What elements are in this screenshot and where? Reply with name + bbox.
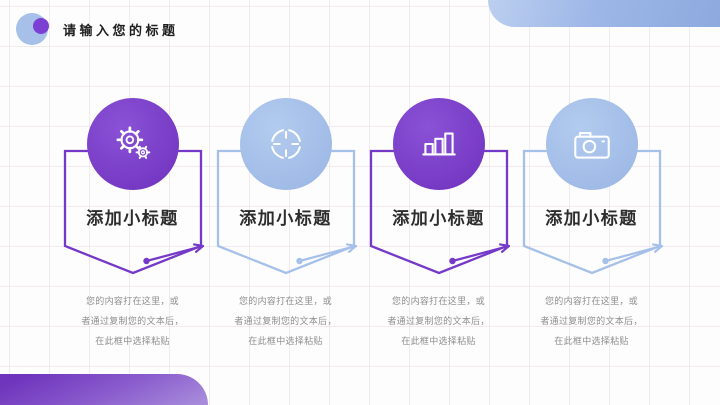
arrow-icon (142, 243, 204, 265)
icon-circle[interactable] (392, 98, 485, 190)
body-line: 者通过复制您的文本后， (234, 316, 337, 326)
icon-circle[interactable] (239, 98, 332, 190)
target-icon (270, 128, 301, 160)
body-line: 者通过复制您的文本后， (81, 316, 184, 326)
step-column-4: 添加小标题 您的内容打在这里，或 者通过复制您的文本后， 在此框中选择粘贴 (515, 98, 668, 378)
subtitle-text[interactable]: 添加小标题 (239, 209, 332, 228)
body-line: 在此框中选择粘贴 (248, 336, 323, 346)
body-line: 在此框中选择粘贴 (401, 336, 476, 346)
icon-circle[interactable] (86, 98, 179, 190)
bottom-left-decor-band (0, 374, 208, 405)
body-text[interactable]: 您的内容打在这里，或 者通过复制您的文本后， 在此框中选择粘贴 (515, 291, 668, 351)
top-right-decor-band (488, 0, 720, 27)
body-text[interactable]: 您的内容打在这里，或 者通过复制您的文本后， 在此框中选择粘贴 (56, 291, 209, 351)
body-line: 在此框中选择粘贴 (554, 336, 629, 346)
subtitle-text[interactable]: 添加小标题 (392, 209, 485, 228)
arrow-icon (601, 243, 663, 265)
subtitle-text[interactable]: 添加小标题 (545, 209, 638, 228)
bar-chart-icon (421, 132, 456, 156)
body-line: 在此框中选择粘贴 (95, 336, 170, 346)
body-line: 者通过复制您的文本后， (540, 316, 643, 326)
camera-icon (573, 131, 610, 159)
subtitle-text[interactable]: 添加小标题 (86, 209, 179, 228)
arrow-icon (295, 243, 357, 265)
logo-circle-purple (33, 18, 49, 34)
body-line: 您的内容打在这里，或 (85, 296, 179, 306)
icon-circle[interactable] (545, 98, 638, 190)
steps-row: 添加小标题 您的内容打在这里，或 者通过复制您的文本后， 在此框中选择粘贴 (56, 98, 668, 378)
gears-icon (115, 126, 150, 159)
arrow-icon (448, 243, 510, 265)
body-line: 您的内容打在这里，或 (544, 296, 638, 306)
body-line: 者通过复制您的文本后， (387, 316, 490, 326)
body-line: 您的内容打在这里，或 (391, 296, 485, 306)
step-column-2: 添加小标题 您的内容打在这里，或 者通过复制您的文本后， 在此框中选择粘贴 (209, 98, 362, 378)
body-text[interactable]: 您的内容打在这里，或 者通过复制您的文本后， 在此框中选择粘贴 (362, 291, 515, 351)
body-line: 您的内容打在这里，或 (238, 296, 332, 306)
body-text[interactable]: 您的内容打在这里，或 者通过复制您的文本后， 在此框中选择粘贴 (209, 291, 362, 351)
step-column-1: 添加小标题 您的内容打在这里，或 者通过复制您的文本后， 在此框中选择粘贴 (56, 98, 209, 378)
slide-title[interactable]: 请输入您的标题 (63, 23, 179, 38)
step-column-3: 添加小标题 您的内容打在这里，或 者通过复制您的文本后， 在此框中选择粘贴 (362, 98, 515, 378)
